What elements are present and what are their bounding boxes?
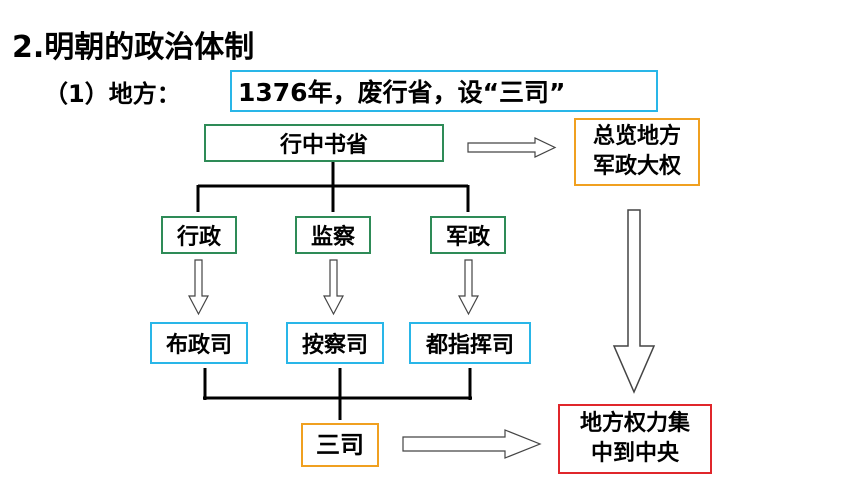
intro-box: 1376年，废行省，设“三司” [230,70,658,112]
node-zonglan-line2: 军政大权 [592,154,681,179]
node-xingzheng: 行政 [161,216,237,254]
node-jiancha: 监察 [295,216,371,254]
node-duzhihui-si: 都指挥司 [409,322,531,364]
node-jizhong-line2: 中到中央 [590,441,679,466]
right-arrow-icon [402,429,542,459]
node-buzhengsi: 布政司 [150,322,248,364]
big-down-arrow-icon [612,209,656,394]
node-zonglan-line1: 总览地方 [592,124,681,149]
page-title: 2.明朝的政治体制 [12,30,255,65]
node-junzheng: 军政 [430,216,506,254]
node-ancha-si: 按察司 [286,322,384,364]
node-zonglan: 总览地方 军政大权 [574,118,700,186]
down-arrow-icon [188,259,479,316]
right-arrow-icon [467,137,557,158]
node-sansi: 三司 [301,423,379,467]
node-jizhong-line1: 地方权力集 [579,411,690,436]
node-xingzhong-shusheng: 行中书省 [204,124,444,162]
section-label: （1）地方： [44,80,181,108]
node-jizhong: 地方权力集 中到中央 [558,404,712,474]
